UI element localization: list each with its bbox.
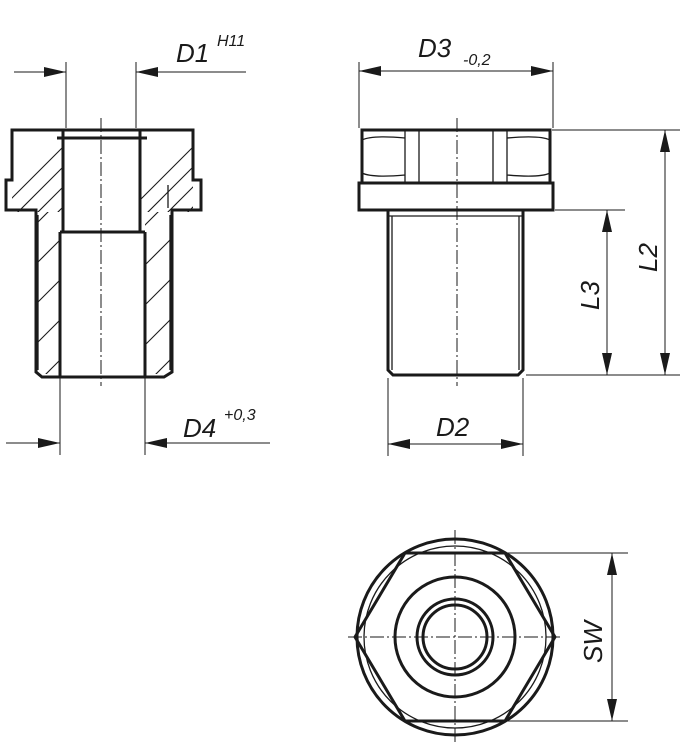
top-view — [348, 530, 562, 745]
label-d3: D3 — [418, 33, 452, 63]
shank-thread-lines — [388, 215, 523, 370]
tolerance-d4: +0,3 — [224, 407, 256, 424]
side-view — [357, 118, 555, 386]
thread-lines — [37, 185, 171, 370]
dim-d4: D4 +0,3 — [6, 378, 270, 455]
dim-d2: D2 — [387, 378, 524, 456]
bore-upper — [57, 130, 147, 232]
hex-facets — [361, 130, 551, 183]
shank — [386, 210, 525, 377]
label-d1: D1 — [176, 38, 209, 68]
dim-sw: SW — [505, 552, 628, 722]
label-d2: D2 — [436, 412, 470, 442]
hatching — [12, 130, 193, 374]
dim-d3: D3 -0,2 — [358, 33, 554, 128]
section-outline — [4, 128, 203, 379]
dim-l3: L3 — [555, 209, 625, 375]
dim-l2: L2 — [526, 129, 680, 376]
label-l3: L3 — [575, 281, 605, 310]
bore-lower — [58, 230, 147, 377]
label-sw: SW — [578, 619, 608, 663]
tolerance-d3: -0,2 — [463, 52, 491, 69]
tolerance-d1: H11 — [217, 33, 245, 50]
dim-d1: D1 H11 — [14, 33, 246, 128]
label-d4: D4 — [183, 413, 216, 443]
section-view — [4, 118, 203, 386]
label-l2: L2 — [633, 243, 663, 272]
collar — [357, 181, 555, 212]
hex-head — [360, 128, 552, 185]
